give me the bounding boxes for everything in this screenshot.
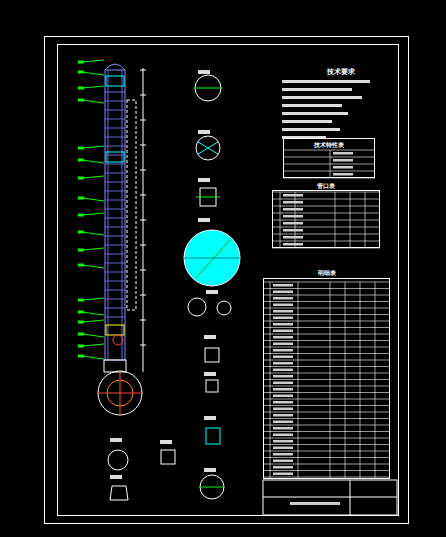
table-heading: 技术特性表: [284, 141, 374, 150]
frame: [45, 37, 409, 524]
table-heading: 明细表: [264, 269, 389, 278]
column: [98, 64, 143, 415]
table-box: 管口表: [272, 190, 380, 248]
table-heading: 管口表: [273, 182, 379, 191]
table-box: 技术特性表: [283, 138, 375, 178]
detail-views: [108, 75, 240, 500]
table-box: 明细表: [263, 278, 390, 479]
section-heading: 技术要求: [326, 67, 356, 77]
